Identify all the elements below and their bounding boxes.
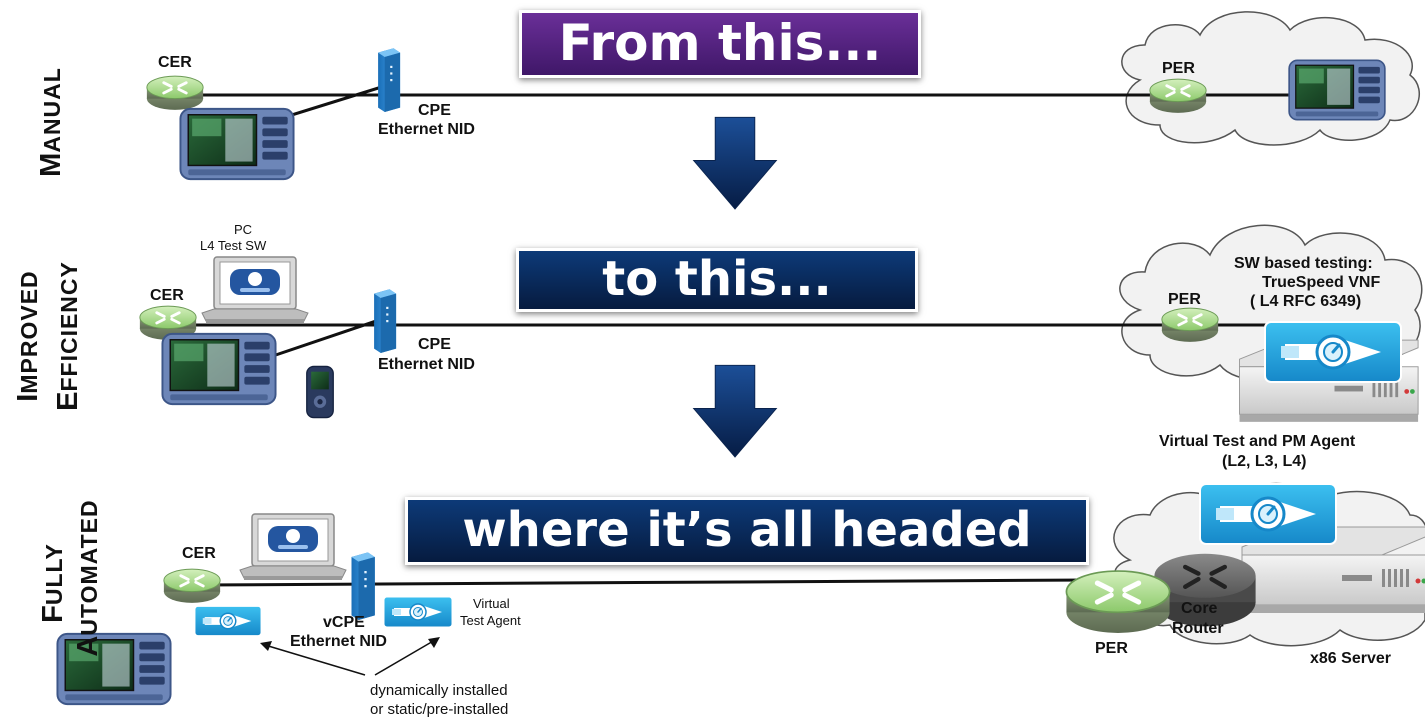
nid-icon <box>351 552 375 620</box>
row-fully-automated <box>56 482 1425 706</box>
row-title-improved: IMPROVED <box>12 270 44 402</box>
label-virtual: Virtual <box>473 596 510 611</box>
row-title-manual: MANUAL <box>35 67 67 177</box>
label-x86-server: x86 Server <box>1310 650 1391 667</box>
agent-icon <box>194 605 262 637</box>
banner-from-this: From this... <box>519 10 921 78</box>
pointer-line <box>264 644 366 676</box>
row-title-fully: FULLY <box>37 543 69 623</box>
label-vtpm: Virtual Test and PM Agent <box>1159 433 1356 450</box>
label-cer-3: CER <box>182 545 216 562</box>
laptop-icon <box>239 513 347 581</box>
label-per-2: PER <box>1168 291 1201 308</box>
pointer-head <box>428 637 440 648</box>
router-icon <box>145 74 205 112</box>
router-icon <box>1160 306 1220 344</box>
handheld-icon <box>306 365 334 419</box>
banner-where-headed: where it’s all headed <box>405 497 1089 565</box>
label-rfc: ( L4 RFC 6349) <box>1250 293 1362 310</box>
label-dynamic: dynamically installed <box>370 682 508 699</box>
label-nid-3: Ethernet NID <box>290 633 387 650</box>
label-l4-test-sw: L4 Test SW <box>200 238 267 253</box>
pointer-line <box>374 639 436 676</box>
label-cer-1: CER <box>158 54 192 71</box>
label-cer-2: CER <box>150 287 184 304</box>
label-sw-based: SW based testing: <box>1234 255 1373 272</box>
label-static: or static/pre-installed <box>370 701 509 718</box>
label-test-agent: Test Agent <box>460 613 521 628</box>
row-manual <box>145 11 1420 181</box>
pointer-head <box>260 641 272 651</box>
nid-icon <box>378 48 401 112</box>
banner-to-this: to this... <box>516 248 918 312</box>
label-pc: PC <box>234 222 253 237</box>
label-nid-2: Ethernet NID <box>378 356 475 373</box>
tester-icon <box>1288 59 1386 121</box>
link-line <box>254 316 386 364</box>
router-icon <box>162 567 222 605</box>
label-per-3: PER <box>1095 640 1128 657</box>
tester-icon <box>179 107 295 181</box>
link-line <box>199 578 1091 587</box>
laptop-icon <box>201 256 309 324</box>
label-cpe-2: CPE <box>418 336 451 353</box>
row-title-efficiency: EFFICIENCY <box>52 261 84 411</box>
label-nid-1: Ethernet NID <box>378 121 475 138</box>
label-truespeed: TrueSpeed VNF <box>1262 274 1381 291</box>
nid-icon <box>374 289 397 353</box>
label-router: Router <box>1172 620 1224 637</box>
row-title-automated: AUTOMATED <box>72 499 104 657</box>
row-improved-efficiency <box>138 224 1423 423</box>
label-cpe-1: CPE <box>418 102 451 119</box>
label-vcpe: vCPE <box>323 614 365 631</box>
router-icon <box>1148 77 1208 115</box>
agent-icon <box>1263 320 1403 384</box>
router-icon <box>1066 571 1169 633</box>
arrow-down-icon <box>693 364 777 458</box>
arrow-down-icon <box>693 116 777 210</box>
agent-icon <box>383 596 453 628</box>
agent-icon <box>1198 482 1338 546</box>
label-layers: (L2, L3, L4) <box>1222 453 1307 470</box>
label-core: Core <box>1181 600 1218 617</box>
tester-icon <box>161 332 277 406</box>
label-per-1: PER <box>1162 60 1195 77</box>
